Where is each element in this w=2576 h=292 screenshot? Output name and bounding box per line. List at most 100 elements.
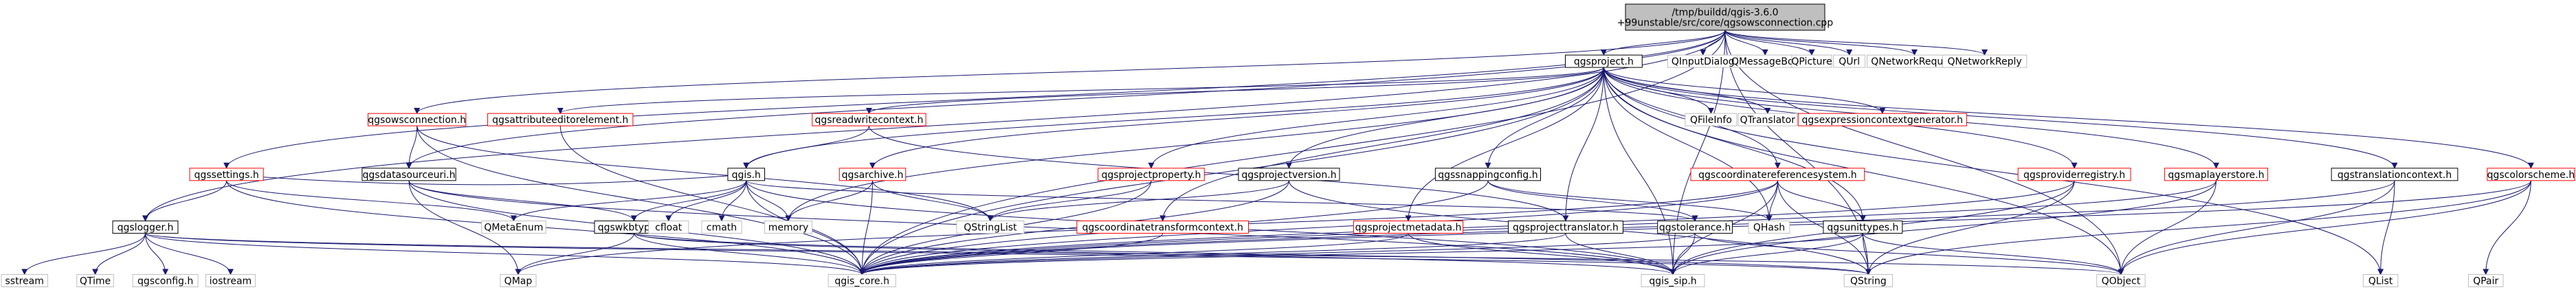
node-qgis[interactable]: qgis.h <box>727 168 766 181</box>
node-label-QMap: QMap <box>504 276 533 287</box>
edge-qgslogger-to-qgis_core <box>144 233 865 276</box>
node-QTranslator: QTranslator <box>1737 113 1798 126</box>
node-qgsproject[interactable]: qgsproject.h <box>1564 54 1643 68</box>
node-label-qgstranslationcontext: qgstranslationcontext.h <box>2338 170 2452 181</box>
node-QNetworkReply: QNetworkReply <box>1942 54 2028 68</box>
node-box-qgstolerance <box>1657 221 1733 234</box>
node-label-qgsconfig: qgsconfig.h <box>137 276 193 287</box>
edge-qgsunittypes-to-QObject <box>1862 233 2124 276</box>
node-box-QNetworkReply <box>1942 54 2028 68</box>
node-qgsprojectversion[interactable]: qgsprojectversion.h <box>1238 168 1340 181</box>
edge-qgscoordinatereferencesystem-to-QString <box>1777 180 1872 276</box>
node-qgstolerance[interactable]: qgstolerance.h <box>1657 221 1733 234</box>
node-box-qgsattributeeditorelement <box>487 113 634 126</box>
node-label-qgis_core: qgis_core.h <box>834 276 889 287</box>
edge-qgsarchive-to-qgis_core <box>858 180 874 276</box>
edge-root-to-QNetworkReply <box>1724 30 1988 56</box>
node-qgsowsconnection[interactable]: qgsowsconnection.h <box>367 113 467 126</box>
node-qgsprojectmetadata[interactable]: qgsprojectmetadata.h <box>1353 221 1464 234</box>
edge-qgstolerance-to-QObject <box>1694 233 2124 276</box>
node-label-QTime: QTime <box>80 276 111 287</box>
node-qgsprojecttranslator[interactable]: qgsprojecttranslator.h <box>1508 221 1623 234</box>
edge-qgssettings-to-qgslogger <box>142 180 227 222</box>
edge-qgsproject-to-qgis_sip <box>1603 67 1676 276</box>
node-label-QNetworkRequest: QNetworkRequest <box>1871 56 1958 67</box>
edge-qgsproject-to-qgsunittypes <box>1603 67 1866 222</box>
edge-qgsproject-to-qgscolorscheme <box>1603 67 2534 169</box>
node-box-qgsprojecttranslator <box>1508 221 1623 234</box>
node-label-memory: memory <box>768 223 809 234</box>
edge-qgsarchive-to-QStringList <box>872 180 994 222</box>
edge-qgsproviderregistry-to-QString <box>1865 180 2075 276</box>
edge-qgsprojecttranslator-to-qgis_sip <box>1565 233 1676 276</box>
edge-root-to-qgsowsconnection <box>414 30 1726 115</box>
node-label-qgscolorscheme: qgscolorscheme.h <box>2487 170 2575 181</box>
edge-qgis-to-cfloat <box>665 180 747 222</box>
edge-root-to-qgis_core <box>858 30 1726 276</box>
edge-qgsreadwritecontext-to-qgis <box>743 126 869 169</box>
node-qgscoordinatetransformcontext[interactable]: qgscoordinatetransformcontext.h <box>1076 221 1250 234</box>
node-label-QMetaEnum: QMetaEnum <box>484 223 543 234</box>
edge-qgsreadwritecontext-to-qgsprojecttranslator <box>868 126 1569 222</box>
node-label-qgsdatasourceuri: qgsdatasourceuri.h <box>363 170 456 181</box>
edge-qgscoordinatereferencesystem-to-qgsunittypes <box>1777 180 1866 222</box>
node-label-qgsmaplayerstore: qgsmaplayerstore.h <box>2168 170 2264 181</box>
node-sstream: sstream <box>1 273 48 287</box>
node-label-QList: QList <box>2368 276 2393 287</box>
node-box-qgscoordinatetransformcontext <box>1076 221 1250 234</box>
node-root[interactable]: /tmp/buildd/qgis-3.6.0+99unstable/src/co… <box>1617 3 1834 31</box>
node-qgis_sip: qgis_sip.h <box>1641 273 1705 287</box>
edge-qgsdatasourceuri-to-qgis_sip <box>408 180 1676 276</box>
edge-qgsproject-to-memory <box>785 67 1604 222</box>
node-qgstranslationcontext[interactable]: qgstranslationcontext.h <box>2331 168 2458 181</box>
edge-root-to-QNetworkRequest <box>1724 30 1918 56</box>
node-label-qgsproviderregistry: qgsproviderregistry.h <box>2023 170 2125 181</box>
edge-layer <box>21 30 2534 276</box>
node-label-root: +99unstable/src/core/qgsowsconnection.cp… <box>1617 18 1834 29</box>
edge-qgsprojectversion-to-QStringList <box>987 180 1289 222</box>
edge-qgslogger-to-QTime <box>92 233 146 276</box>
node-label-qgssettings: qgssettings.h <box>194 170 258 181</box>
node-box-qgsarchive <box>839 168 907 181</box>
node-label-qgis: qgis.h <box>732 170 761 181</box>
node-box-iostream <box>205 273 256 287</box>
node-box-qgsowsconnection <box>367 113 467 126</box>
node-qgscolorscheme[interactable]: qgscolorscheme.h <box>2487 168 2575 181</box>
edge-qgsprojectmetadata-to-qgis_sip <box>1408 233 1676 276</box>
node-qgslogger[interactable]: qgslogger.h <box>112 221 179 234</box>
node-box-QTime <box>76 273 114 287</box>
edge-qgscolorscheme-to-QString <box>1865 180 2531 276</box>
node-box-qgis_core <box>828 273 896 287</box>
node-qgscoordinatereferencesystem[interactable]: qgscoordinatereferencesystem.h <box>1690 168 1865 181</box>
node-qgsproviderregistry[interactable]: qgsproviderregistry.h <box>2017 168 2131 181</box>
node-label-QHash: QHash <box>1753 223 1785 234</box>
edge-qgswkbtypes-to-qgis_core <box>633 233 865 276</box>
node-box-QTranslator <box>1737 113 1798 126</box>
edge-qgslogger-to-sstream <box>21 233 146 276</box>
node-qgsarchive[interactable]: qgsarchive.h <box>839 168 907 181</box>
node-qgsattributeeditorelement[interactable]: qgsattributeeditorelement.h <box>487 113 634 126</box>
node-qgssnappingconfig[interactable]: qgssnappingconfig.h <box>1434 168 1542 181</box>
node-qgsdatasourceuri[interactable]: qgsdatasourceuri.h <box>362 168 456 181</box>
node-qgsexpressioncontextgenerator[interactable]: qgsexpressioncontextgenerator.h <box>1797 113 1967 126</box>
node-box-root <box>1625 3 1825 31</box>
node-box-QPair <box>2467 273 2504 287</box>
node-label-QPair: QPair <box>2473 276 2498 287</box>
node-qgssettings[interactable]: qgssettings.h <box>189 168 264 181</box>
node-qgsprojectproperty[interactable]: qgsprojectproperty.h <box>1098 168 1205 181</box>
node-qgsunittypes[interactable]: qgsunittypes.h <box>1823 221 1903 234</box>
edge-qgsproject-to-qgsreadwritecontext <box>866 67 1604 115</box>
edge-qgstranslationcontext-to-qgis_core <box>858 180 2395 276</box>
node-box-QPicture <box>1791 54 1832 68</box>
node-QString: QString <box>1843 273 1894 287</box>
node-qgsmaplayerstore[interactable]: qgsmaplayerstore.h <box>2164 168 2268 181</box>
edge-qgsunittypes-to-QString <box>1862 233 1872 276</box>
edge-qgsproject-to-qgstranslationcontext <box>1603 67 2398 169</box>
node-QMap: QMap <box>500 273 537 287</box>
node-qgsreadwritecontext[interactable]: qgsreadwritecontext.h <box>812 113 926 126</box>
node-box-qgsproviderregistry <box>2017 168 2131 181</box>
node-label-qgsarchive: qgsarchive.h <box>842 170 904 181</box>
node-QTime: QTime <box>76 273 114 287</box>
node-box-QStringList <box>956 221 1025 234</box>
